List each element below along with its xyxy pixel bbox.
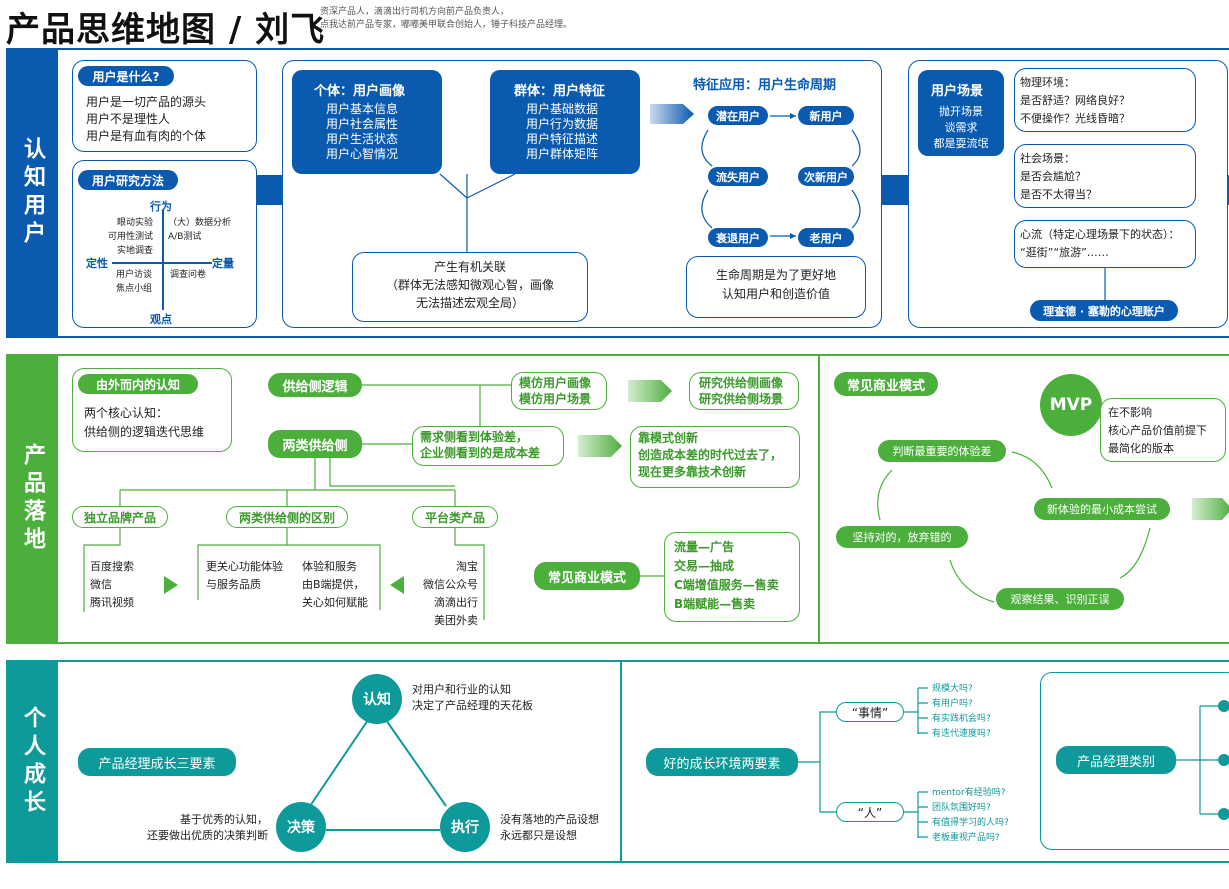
judge-pill: 判断最重要的体验差 [878, 440, 1006, 462]
biz-left-items: 流量—广告 交易—抽成 C端增值服务—售卖 B端赋能—售卖 [674, 540, 779, 611]
mvp-circle: MVP [1040, 374, 1102, 436]
lifecycle-node-old: 老用户 [798, 228, 854, 247]
section-label-growth: 个人成长 [6, 660, 58, 863]
scene-physical: 物理环境： 是否舒适？网络良好？ 不便操作？光线昏暗？ [1020, 76, 1130, 125]
three-elements-pill: 产品经理成长三要素 [78, 748, 236, 776]
research-supply-box [689, 372, 799, 410]
lifecycle-note-box [686, 256, 866, 318]
supply-logic-pill: 供给侧逻辑 [268, 373, 362, 397]
axis-top-label: 行为 [150, 200, 172, 213]
pm-types-pill: 产品经理类别 [1056, 746, 1176, 774]
outside-in-text: 两个核心认知： 供给侧的逻辑迭代思维 [84, 406, 205, 439]
model-innovation-text: 靠模式创新 创造成本差的时代过去了， 现在更多靠技术创新 [638, 431, 783, 479]
demand-cost-text: 需求侧看到体验差， 企业侧看到的是成本差 [420, 430, 541, 460]
mvp-desc-box [1100, 398, 1226, 462]
affair-pill: “事情” [836, 702, 904, 722]
mvp-desc: 在不影响 核心产品价值前提下 最简化的版本 [1108, 406, 1207, 455]
research-q4: 调查问卷 [170, 270, 207, 280]
relation-text: 产生有机关联 （群体无法感知微观心智，画像 无法描述宏观全局） [385, 260, 554, 310]
two-supply-pill: 两类供给侧 [268, 430, 362, 458]
axis-horizontal [112, 262, 212, 264]
decision-circle: 决策 [276, 802, 326, 852]
platform-pill: 平台类产品 [412, 506, 498, 528]
decision-desc: 基于优秀的认知， 还要做出优质的决策判断 [147, 813, 268, 842]
arrow-imitate [628, 380, 672, 402]
outside-in-title: 由外而内的认知 [78, 374, 198, 394]
research-supply-text: 研究供给侧画像 研究供给侧场景 [699, 376, 784, 406]
biz-left-box [664, 532, 800, 622]
demand-cost-box [412, 426, 564, 466]
lifecycle-node-decline: 衰退用户 [708, 228, 768, 247]
scene-social-box [1014, 144, 1196, 208]
section-label-product: 产品落地 [6, 354, 58, 644]
scene-social: 社会场景： 是否会尴尬？ 是否不太得当？ [1020, 152, 1097, 201]
lifecycle-node-lost: 流失用户 [708, 167, 768, 186]
page-subtitle: 资深产品人，滴滴出行司机方向前产品负责人， 点我达前产品专家，嘟嘟美甲联合创始人… [320, 7, 573, 30]
individual-text: 用户基本信息 用户社会属性 用户生活状态 用户心智情况 [326, 102, 399, 161]
group-box [490, 70, 640, 174]
imitate-text: 模仿用户画像 模仿用户场景 [519, 376, 592, 406]
what-is-user-title: 用户是什么? [78, 66, 174, 86]
affair-items: 规模大吗? 有用户吗? 有实践机会吗? 有迭代速度吗? [932, 684, 991, 739]
what-is-user-text: 用户是一切产品的源头 用户不是理性人 用户是有血有肉的个体 [86, 95, 207, 143]
env-pill: 好的成长环境两要素 [646, 748, 798, 776]
research-q3: 用户访谈 焦点小组 [116, 270, 153, 294]
section-label-user: 认知用户 [6, 48, 58, 338]
biz-right-pill: 常见商业模式 [834, 372, 938, 396]
scene-title: 用户场景 [931, 84, 984, 99]
thaler-pill: 理查德 · 塞勒的心理账户 [1030, 300, 1178, 321]
person-pill: “人” [836, 802, 904, 822]
axis-vertical [162, 210, 164, 310]
arrow-try [1192, 498, 1229, 520]
scene-desc: 抛开场景 谈需求 都是耍流氓 [933, 105, 989, 150]
section3-divider [620, 662, 622, 861]
imitate-box [511, 372, 607, 410]
try-pill: 新体验的最小成本尝试 [1034, 498, 1170, 520]
section2-divider [818, 356, 820, 642]
brand-items: 百度搜索 微信 腾讯视频 [90, 560, 134, 609]
lifecycle-title: 特征应用：用户生命周期 [693, 78, 837, 93]
individual-title: 个体：用户画像 [314, 84, 406, 99]
lifecycle-node-potential: 潜在用户 [708, 106, 768, 125]
diff-right: 体验和服务 由B端提供， 关心如何赋能 [302, 560, 368, 609]
brand-pill: 独立品牌产品 [72, 506, 168, 528]
diff-pill: 两类供给侧的区别 [226, 506, 348, 528]
diff-left: 更关心功能体验 与服务品质 [206, 560, 283, 591]
research-q2: （大）数据分析 A/B测试 [168, 218, 232, 242]
scene-physical-box [1014, 68, 1196, 132]
cognition-circle: 认知 [352, 674, 402, 724]
research-title: 用户研究方法 [78, 170, 178, 190]
lifecycle-node-new: 新用户 [798, 106, 854, 125]
arrow-right-triangle [164, 576, 178, 594]
axis-right-label: 定量 [212, 257, 234, 270]
platform-items: 淘宝 微信公众号 滴滴出行 美团外卖 [423, 560, 478, 627]
biz-left-pill: 常见商业模式 [534, 562, 640, 590]
individual-box [292, 70, 442, 174]
arrow-demand [578, 435, 622, 457]
keep-pill: 坚持对的，放弃错的 [836, 526, 968, 548]
scene-flow-box [1014, 220, 1196, 268]
scene-title-box [918, 70, 1004, 156]
page-title: 产品思维地图 / 刘飞 [6, 10, 326, 50]
research-q1: 眼动实验 可用性测试 实地调查 [108, 218, 154, 256]
axis-left-label: 定性 [86, 257, 108, 270]
person-items: mentor有经验吗? 团队氛围好吗? 有值得学习的人吗? 老板重视产品吗? [932, 788, 1009, 843]
group-title: 群体：用户特征 [514, 84, 606, 99]
cognition-desc: 对用户和行业的认知 决定了产品经理的天花板 [412, 683, 533, 712]
execution-desc: 没有落地的产品设想 永远都只是设想 [500, 813, 599, 842]
execution-circle: 执行 [440, 802, 490, 852]
arrow-to-lifecycle [650, 104, 694, 124]
scene-flow: 心流（特定心理场景下的状态）： “逛街”“旅游”…… [1020, 228, 1180, 259]
observe-pill: 观察结果、识别正误 [996, 588, 1124, 610]
model-innovation-box [630, 426, 800, 488]
axis-bottom-label: 观点 [150, 313, 172, 326]
lifecycle-note: 生命周期是为了更好地 认知用户和创造价值 [715, 268, 836, 301]
relation-box [352, 252, 588, 322]
group-text: 用户基础数据 用户行为数据 用户特征描述 用户群体矩阵 [526, 102, 599, 161]
arrow-left-triangle [390, 576, 404, 594]
lifecycle-node-recent: 次新用户 [798, 167, 854, 186]
